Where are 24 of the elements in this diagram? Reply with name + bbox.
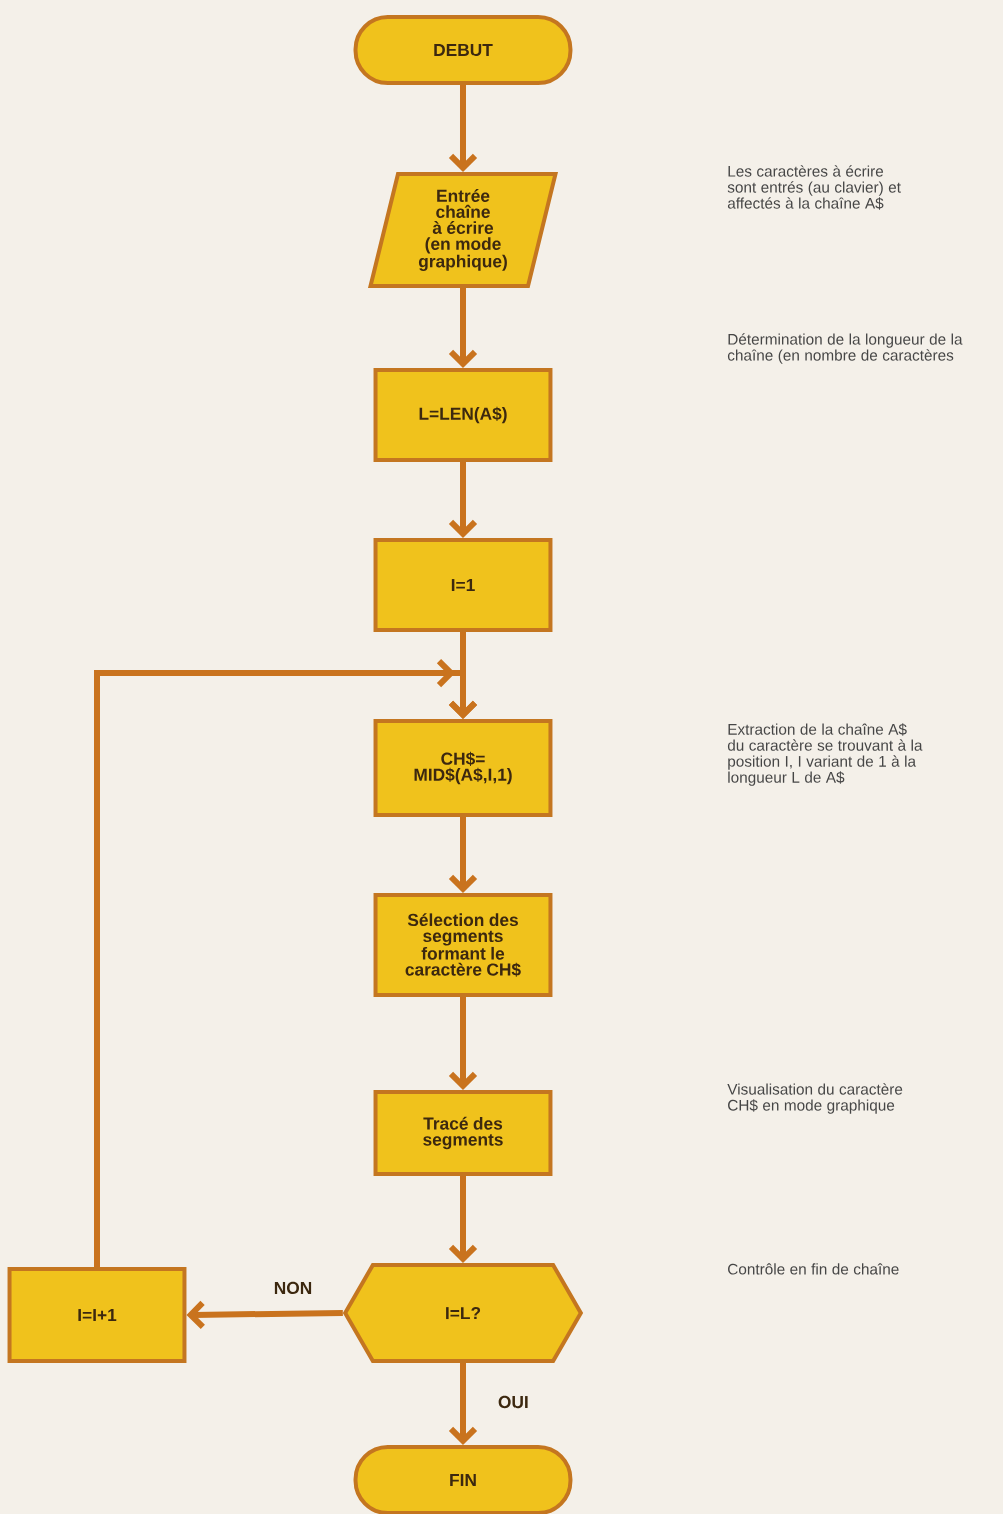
edge-label: OUI — [498, 1395, 528, 1409]
terminal-box: DEBUT — [353, 15, 573, 85]
arrow — [186, 1300, 343, 1329]
process-box: Sélection des segments formant le caractère CH$ — [373, 893, 553, 997]
process-box: I=1 — [373, 538, 553, 632]
process-box: L=LEN(A$) — [373, 368, 553, 462]
annotation-text: Visualisation du caractère CH$ en mode graphique — [727, 1083, 903, 1114]
process-box: CH$= MID$(A$,I,1) — [373, 719, 553, 817]
terminal-box: FIN — [353, 1445, 573, 1514]
process-box: I=I+1 — [7, 1267, 187, 1363]
process-box: Tracé des segments — [373, 1090, 553, 1176]
arrow — [448, 1363, 478, 1445]
arrow — [448, 817, 478, 893]
arrow — [448, 997, 478, 1090]
arrow — [448, 288, 478, 368]
annotation-text: Contrôle en fin de chaîne — [728, 1263, 899, 1275]
annotation-text: Extraction de la chaîne A$ du caractère se trouvant à la position I, I variant de 1 à la longueur L de A$ — [727, 723, 923, 786]
edge-label: NON — [274, 1281, 312, 1295]
arrow — [448, 462, 478, 538]
annotation-text: Les caractères à écrire sont entrés (au clavier) et affectés à la chaîne A$ — [727, 165, 901, 210]
arrow — [448, 85, 478, 172]
arrow — [448, 1176, 478, 1263]
annotation-text: Détermination de la longueur de la chaîne (en nombre de caractères — [727, 333, 963, 364]
arrow — [94, 658, 478, 1267]
